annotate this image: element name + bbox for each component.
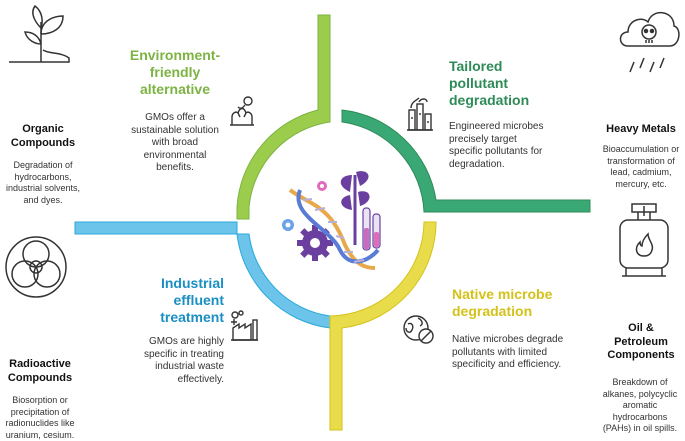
native-microbe-title: Native microbe degradation <box>452 286 553 319</box>
toxic-cloud-icon <box>619 12 680 73</box>
industrial-effluent-title: Industrial effluent treatment <box>160 275 224 325</box>
ecology-hands-icon <box>230 96 254 126</box>
factory-icon <box>407 97 433 131</box>
oil-petroleum-title: Oil & Petroleum Components <box>607 322 675 361</box>
environment-friendly-text: GMOs offer a sustainable solution with b… <box>131 112 219 173</box>
biotech-dna-plant-icon <box>282 171 381 270</box>
heavy-metals-title: Heavy Metals <box>606 123 676 135</box>
tailored-degradation-text: Engineered microbes precisely target spe… <box>449 121 544 170</box>
oil-petroleum-text: Breakdown of alkanes, polycyclic aromati… <box>602 377 678 433</box>
teal-arm <box>341 109 591 213</box>
biohazard-icon <box>5 236 67 298</box>
plant-icon <box>9 4 70 63</box>
gas-cylinder-icon <box>619 203 669 277</box>
organic-compounds-title: Organic Compounds <box>10 123 76 149</box>
environment-friendly-title: Environment- friendly alternative <box>129 47 221 97</box>
industrial-waste-icon <box>231 310 258 341</box>
yellow-arm <box>329 221 437 431</box>
radioactive-compounds-text: Biosorption or precipitation of radionuc… <box>5 395 75 440</box>
industrial-effluent-text: GMOs are highly specific in treating ind… <box>143 336 224 385</box>
green-arm <box>236 14 331 220</box>
microbe-icon <box>403 315 434 344</box>
native-microbe-text: Native microbes degrade pollutants with … <box>452 334 564 370</box>
radioactive-compounds-title: Radioactive Compounds <box>7 358 73 384</box>
organic-compounds-text: Degradation of hydrocarbons, industrial … <box>5 160 81 205</box>
tailored-degradation-title: Tailored pollutant degradation <box>449 58 530 108</box>
heavy-metals-text: Bioaccumulation or transformation of lea… <box>602 144 680 189</box>
